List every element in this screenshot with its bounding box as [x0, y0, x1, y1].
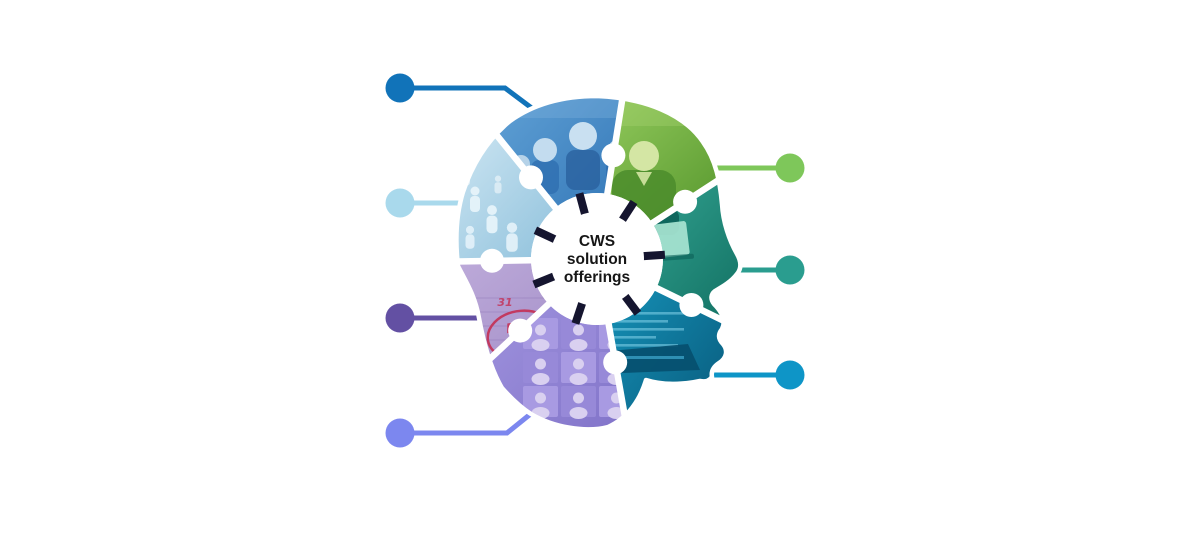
payday-day-number: 31: [497, 296, 512, 309]
callout-bottom-left: [385, 410, 535, 448]
puzzle-knob: [601, 143, 626, 168]
center-label-line3: offerings: [564, 269, 630, 286]
puzzle-knobs: [480, 143, 704, 375]
puzzle-knob: [480, 248, 504, 273]
callout-top-left: [385, 73, 539, 114]
center-label-line1: CWS: [579, 233, 615, 250]
puzzle-knob: [519, 165, 543, 190]
connector-dot: [775, 153, 805, 183]
callout-bottom-right: [702, 360, 805, 390]
head-outline: [454, 93, 743, 432]
connector-dot: [385, 303, 415, 333]
puzzle-knob: [679, 293, 704, 317]
callout-lower-left: [385, 303, 490, 333]
callout-middle-right: [732, 255, 805, 285]
center-label-line2: solution: [567, 251, 627, 268]
connector-line: [400, 85, 539, 114]
puzzle-knob: [603, 350, 628, 375]
connector-dot: [385, 418, 415, 448]
connector-dot: [385, 73, 415, 103]
connector-dot: [775, 255, 805, 285]
center-circle: [550, 212, 644, 306]
puzzle-knob: [508, 318, 533, 343]
puzzle-knob: [673, 189, 698, 214]
connector-dot: [385, 188, 415, 218]
connector-line: [400, 410, 535, 436]
connector-dot: [775, 360, 805, 390]
